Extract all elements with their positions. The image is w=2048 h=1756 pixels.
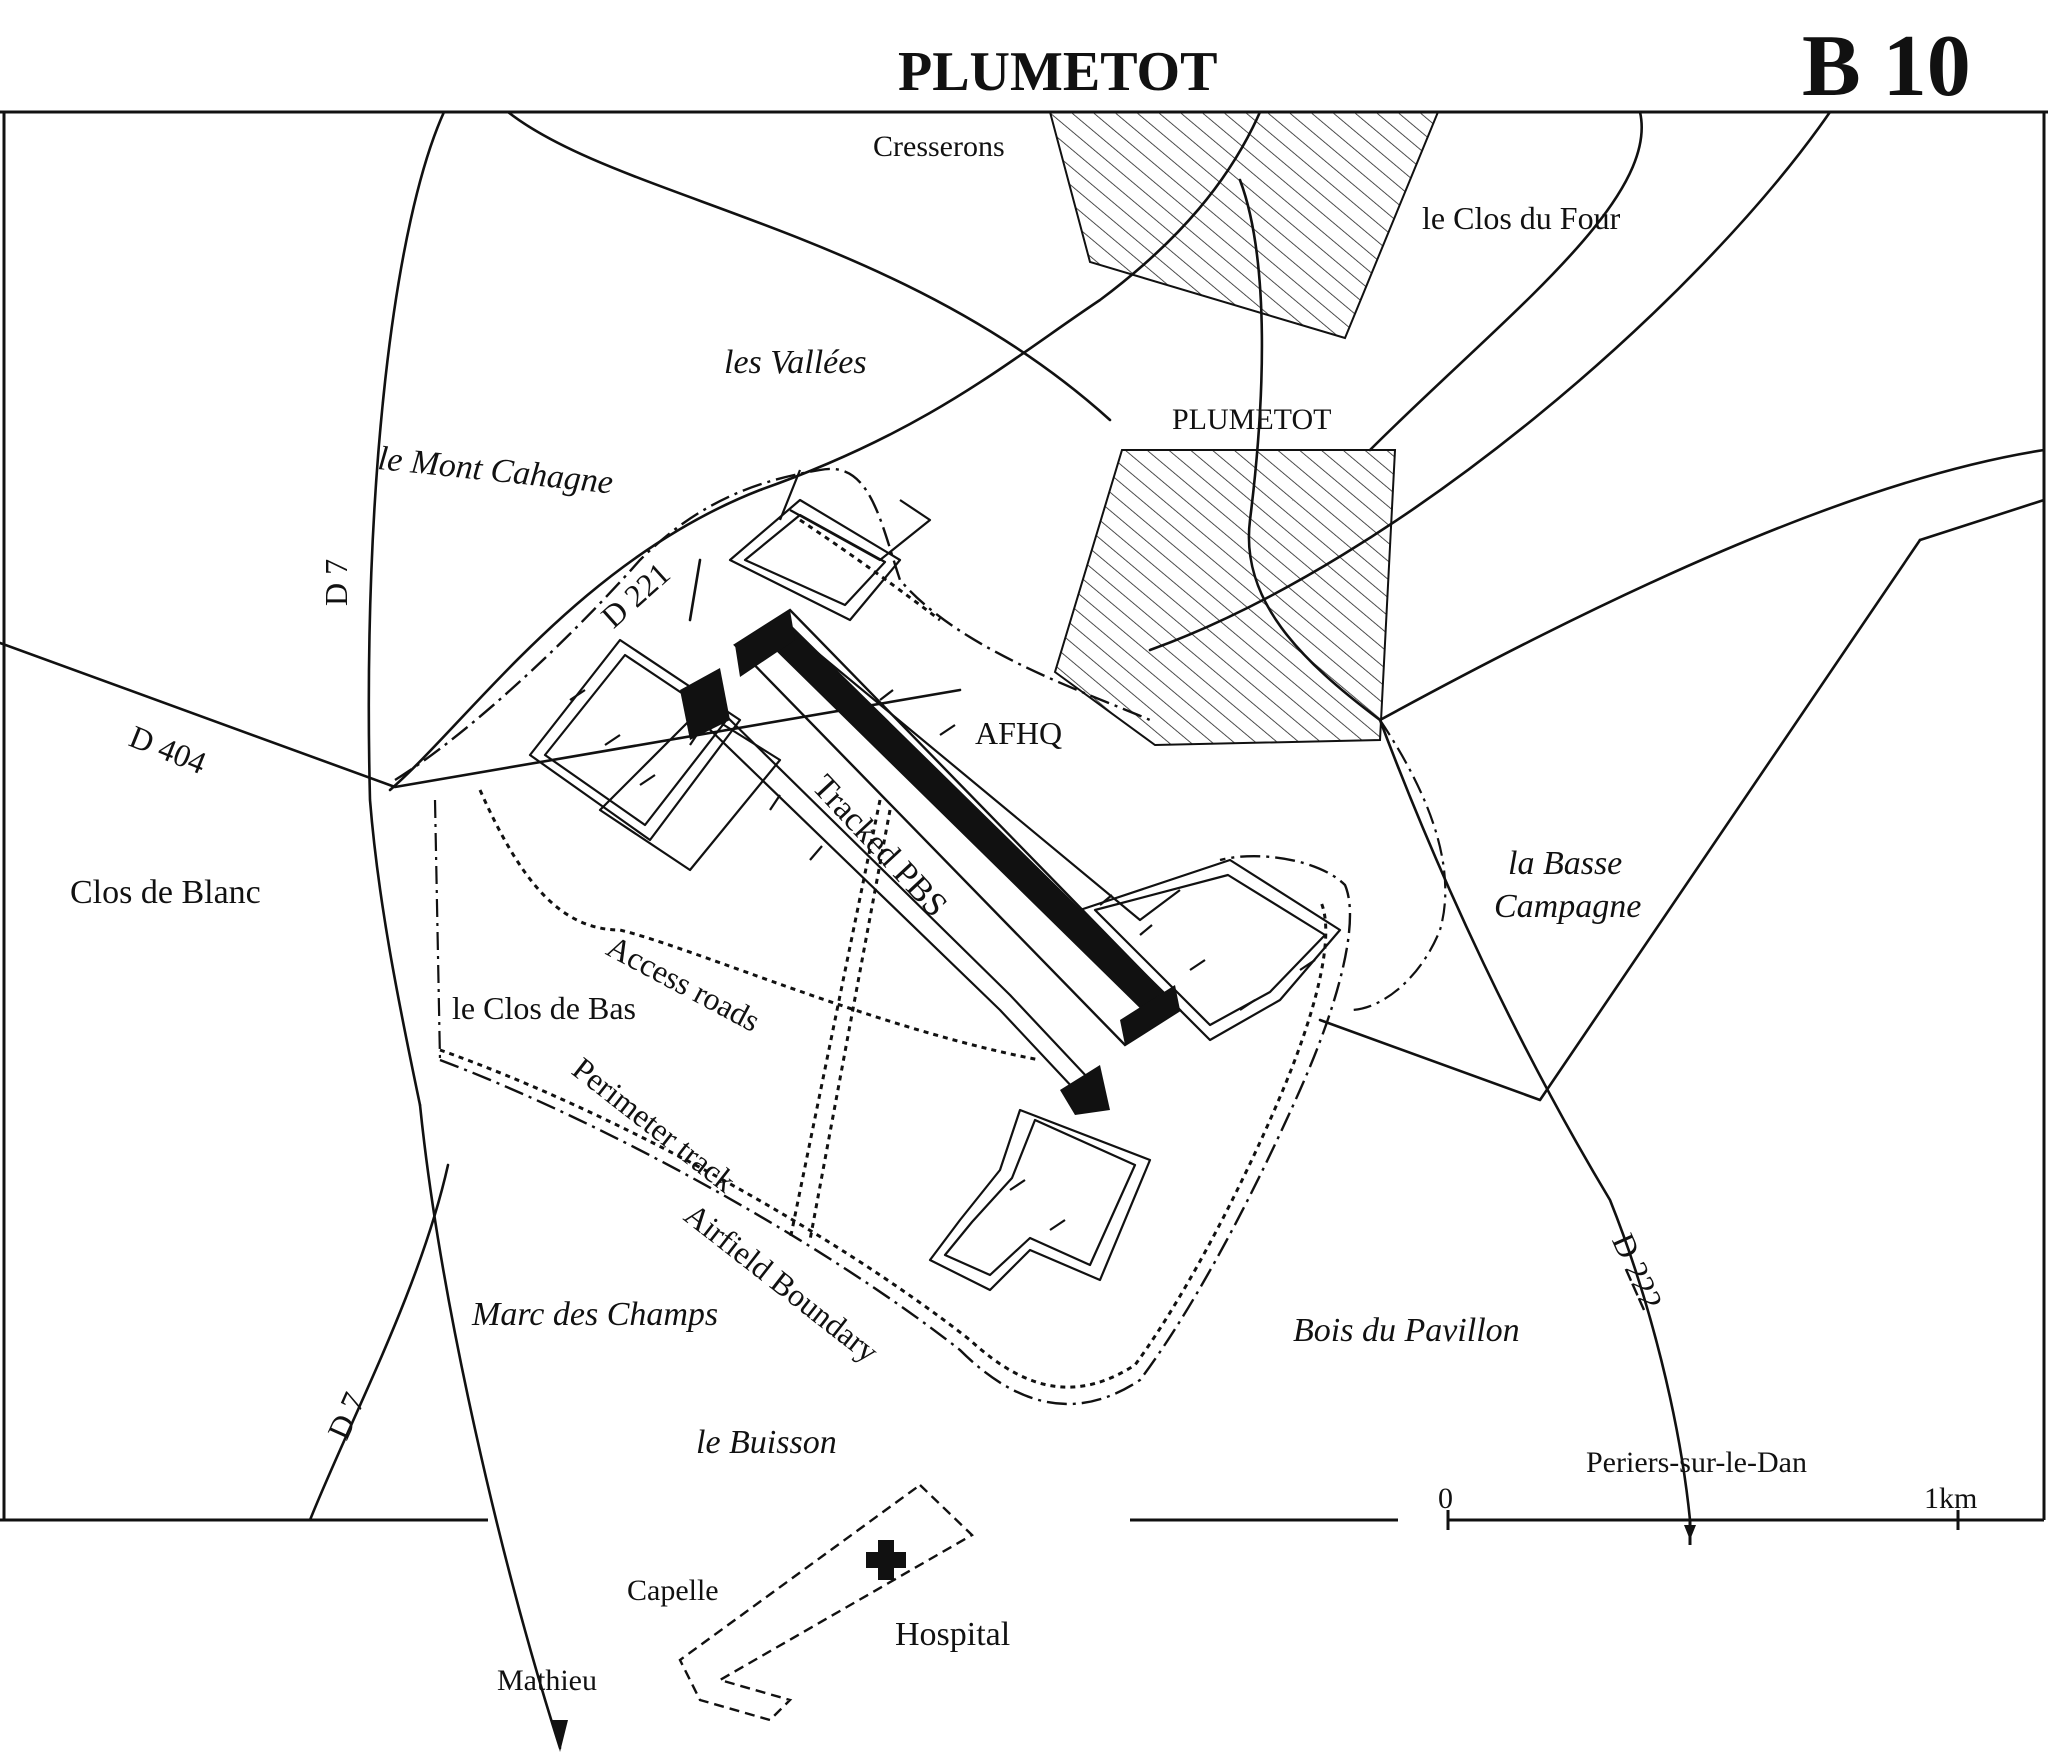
road-northeast (1148, 110, 1832, 652)
taxi-track-ne (789, 629, 1181, 922)
label-afhq: AFHQ (975, 715, 1063, 751)
field-line-basse-campagne-east (1918, 498, 2046, 542)
cresserons-village-area (1048, 111, 1440, 340)
label-basse-campagne-line1: la Basse (1508, 845, 1623, 882)
label-clos-de-blanc: Clos de Blanc (70, 874, 261, 911)
label-plumetot: PLUMETOT (1172, 403, 1332, 436)
label-cresserons: Cresserons (873, 130, 1005, 163)
village-areas (1048, 111, 1440, 747)
road-plumetot-north (1238, 178, 1382, 722)
label-periers: Periers-sur-le-Dan (1586, 1446, 1807, 1479)
label-mathieu: Mathieu (497, 1664, 597, 1697)
perimeter-dotted-inner (478, 789, 1041, 1062)
label-marc-des-champs: Marc des Champs (472, 1296, 719, 1333)
field-line-cresserons (506, 110, 1112, 422)
hospital-boundary (678, 1483, 974, 1722)
dispersal-west (528, 638, 742, 842)
label-clos-du-four: le Clos du Four (1422, 200, 1621, 236)
road-d221 (388, 110, 1262, 792)
hospital-cross-icon (866, 1540, 906, 1580)
scale-label-start: 0 (1438, 1482, 1453, 1515)
label-les-vallees: les Vallées (724, 344, 867, 381)
road-plumetot-east (1378, 448, 2046, 722)
label-capelle: Capelle (627, 1574, 719, 1607)
dispersal-northwest (728, 498, 902, 622)
runway-end-south-pad (1060, 1065, 1110, 1115)
map-title: PLUMETOT (898, 41, 1218, 103)
airfield-perimeter (394, 467, 1447, 1406)
road-network (0, 110, 2046, 1750)
label-basse-campagne-line2: Campagne (1494, 888, 1642, 925)
road-clos-du-four (1368, 110, 1643, 452)
label-hospital: Hospital (895, 1616, 1011, 1653)
road-d7-south (308, 1163, 450, 1522)
runway-end-north-pad (680, 668, 730, 740)
dispersal-areas (528, 469, 1342, 1292)
road-d222 (1378, 718, 1692, 1522)
perimeter-north-edge (394, 467, 1151, 782)
access-road-3 (799, 518, 941, 622)
mathieu-arrow-icon (552, 1720, 568, 1752)
field-line-dispersal (688, 558, 702, 622)
road-d7-mathieu (418, 1103, 562, 1750)
sheet-number: B 10 (1802, 18, 1971, 115)
access-road-2 (788, 799, 882, 1241)
taxi-track-southwest (699, 709, 1089, 1091)
access-road-1 (808, 809, 892, 1241)
airfield-boundary-outer (439, 854, 1352, 1406)
western-boundary-dashdot (433, 799, 442, 1061)
plumetot-village-area (1053, 449, 1397, 747)
dispersal-east (1078, 858, 1342, 1042)
scale-bar (1446, 1510, 1960, 1545)
hospital-area (678, 1483, 974, 1722)
dispersal-north (778, 469, 932, 562)
label-road-d7-north: D 7 (318, 558, 354, 606)
dispersal-south (928, 1108, 1152, 1292)
perimeter-track-dotted (439, 899, 1328, 1389)
dispersal-west-2 (598, 708, 782, 872)
road-d7-north (367, 110, 446, 1107)
label-le-buisson: le Buisson (696, 1424, 837, 1461)
label-bois-du-pavillon: Bois du Pavillon (1293, 1312, 1520, 1349)
map-frame (0, 110, 2048, 1522)
scale-label-end: 1km (1924, 1482, 1978, 1515)
runway-tracked-pbs (680, 608, 1182, 1115)
eastern-boundary-dashdot (1349, 719, 1447, 1012)
label-clos-de-bas: le Clos de Bas (452, 990, 636, 1026)
runway-end-north (735, 610, 795, 677)
field-line-basse-campagne (1318, 538, 1922, 1102)
runway-end-south (1120, 985, 1180, 1045)
